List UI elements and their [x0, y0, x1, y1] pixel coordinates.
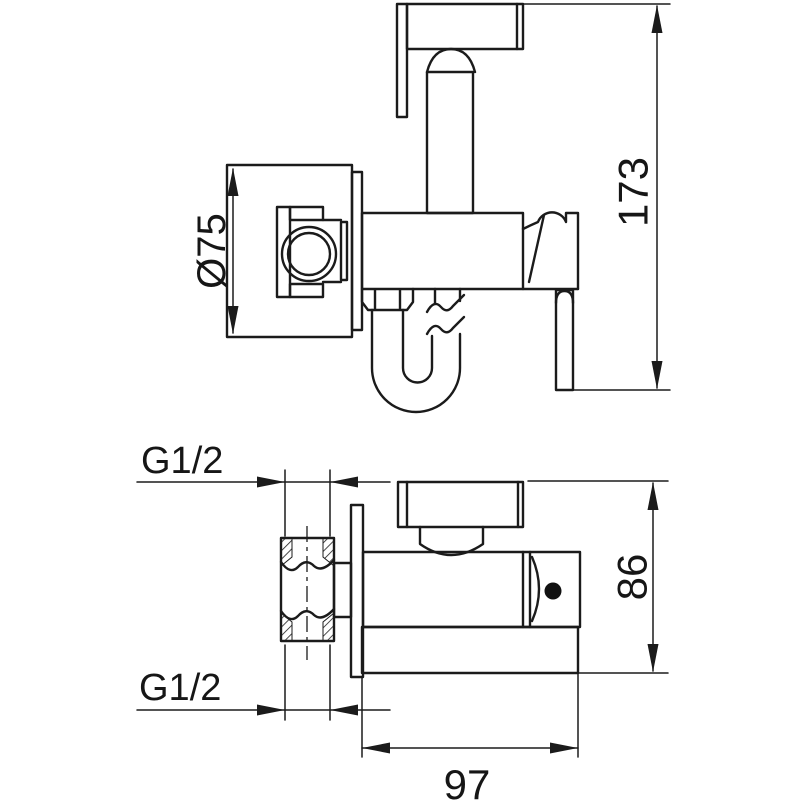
sprayer-neck [418, 525, 485, 557]
hose-outer-curve [370, 308, 462, 414]
holder-connector-lines [321, 218, 343, 284]
dim-173-arrow-down [651, 361, 663, 389]
dim-97-arrow-right [550, 742, 578, 754]
sprayer-head-front [396, 480, 525, 529]
body-cap-arc [530, 555, 541, 623]
label-thread-top: G1/2 [141, 440, 223, 482]
sprayer-lever [395, 2, 409, 119]
pipe-break-wave-upper [279, 558, 336, 572]
dim-g12-bottom-extensions [284, 644, 331, 721]
handle-dome [425, 47, 477, 74]
hose-nut [360, 287, 415, 312]
side-view [225, 2, 580, 414]
holder-ring-inner [286, 231, 332, 277]
dim-g12-bottom-arrow-left [330, 704, 358, 716]
dim-holder-height: 86 [527, 480, 669, 674]
sprayer-head-side [405, 2, 525, 51]
mounting-band [360, 625, 580, 675]
dim-g12-top-arrow-left [330, 476, 358, 488]
hose-nut-facets [373, 288, 402, 311]
body-cap-divider [521, 550, 532, 629]
dim-173-arrow-up [651, 5, 663, 33]
dim-thread-top: G1/2 [136, 440, 391, 537]
holder-bottom-bar [288, 282, 325, 299]
hose-inner-curve [401, 308, 434, 384]
dim-g12-top-extensions [284, 469, 331, 537]
label-body-width: 97 [444, 761, 491, 800]
dimensions: Ø75 173 G1/2 G1/2 [136, 3, 671, 800]
inlet-boss [332, 561, 353, 619]
pipe-break-wave-lower [279, 607, 336, 621]
front-view [279, 480, 582, 679]
dim-plate-diameter: Ø75 [190, 168, 239, 334]
thread-hatch-bl [280, 611, 293, 642]
thread-hatch-tr [322, 537, 335, 568]
holder-ring-outer [280, 225, 338, 283]
dim-thread-bottom: G1/2 [136, 644, 391, 721]
dim-86-arrow-down [647, 644, 659, 672]
escutcheon-plate-face [225, 163, 354, 339]
dim-75-arrow-down [227, 306, 239, 334]
thread-hatch-br [322, 611, 335, 642]
dim-total-height: 173 [522, 3, 671, 391]
wall-plate-edge [350, 170, 364, 332]
push-button-dot [544, 582, 562, 600]
thread-hatch-tl [280, 537, 293, 568]
label-holder-height: 86 [609, 554, 656, 601]
dim-97-arrow-left [362, 742, 390, 754]
holder-hook-diagonal [527, 213, 546, 284]
dim-75-arrow-up [227, 168, 239, 196]
holder-right-bar [339, 220, 349, 282]
holder-top-bar [288, 205, 325, 222]
dim-g12-bottom-arrow-right [257, 704, 285, 716]
holder-arm-cap [554, 289, 575, 305]
sprayer-handle-side [425, 70, 475, 215]
label-total-height: 173 [610, 157, 657, 227]
label-plate-diameter: Ø75 [190, 213, 234, 289]
hose-break-wave-lower [425, 315, 466, 336]
dim-body-width: 97 [361, 672, 579, 800]
valve-body-side [360, 211, 525, 291]
dim-g12-top-arrow-right [257, 476, 285, 488]
holder-arm-bracket [554, 288, 575, 392]
label-thread-bottom: G1/2 [139, 667, 221, 709]
hose-break-wave-upper [425, 293, 466, 314]
dim-86-arrow-up [647, 482, 659, 510]
sprayer-head-end-caps [405, 480, 520, 529]
holder-vertical-bar [275, 205, 292, 299]
holder-hook-outline [521, 211, 580, 291]
